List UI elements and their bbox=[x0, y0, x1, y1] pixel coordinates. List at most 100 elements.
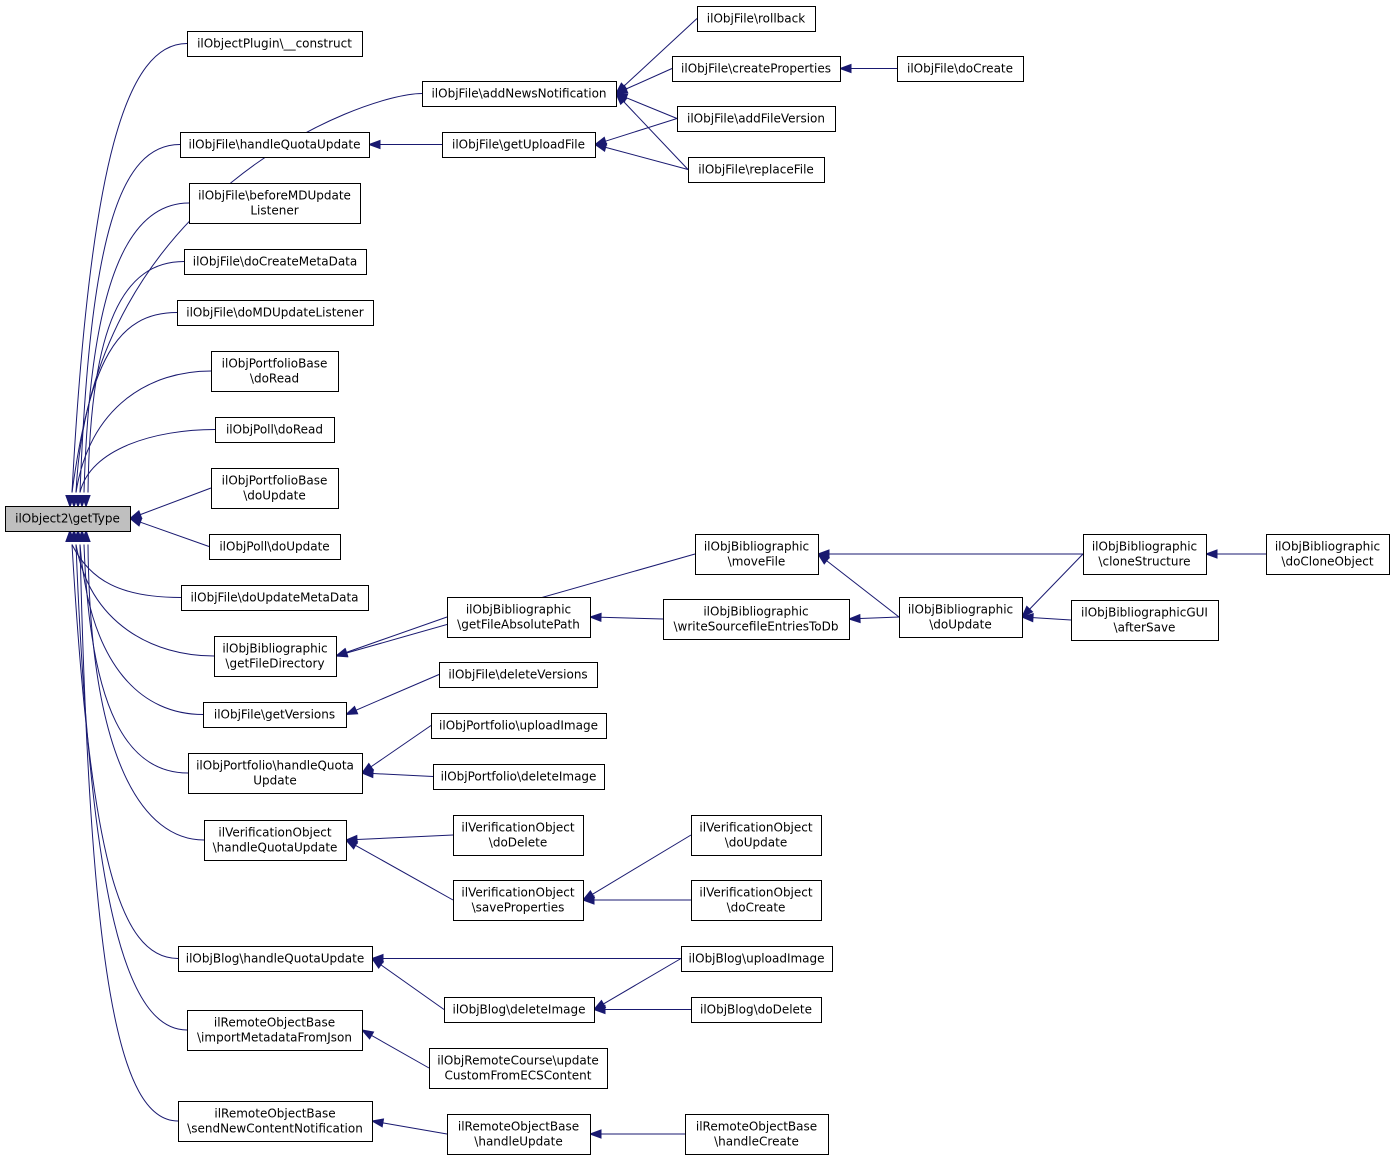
node-box bbox=[187, 31, 363, 57]
node-label: \saveProperties bbox=[472, 901, 565, 915]
node-box bbox=[433, 764, 605, 790]
node-add-news-notification[interactable]: ilObjFile\addNewsNotification bbox=[422, 81, 617, 107]
node-label: ilObjPortfolio\uploadImage bbox=[439, 719, 598, 733]
node-label: ilObjBlog\handleQuotaUpdate bbox=[186, 952, 364, 966]
node-label: Update bbox=[253, 774, 296, 788]
node-verif-do-update[interactable]: ilVerificationObject\doUpdate bbox=[691, 815, 822, 856]
node-remote-send-notif[interactable]: ilRemoteObjectBase\sendNewContentNotific… bbox=[178, 1101, 373, 1142]
node-file-delete-versions[interactable]: ilObjFile\deleteVersions bbox=[439, 662, 598, 688]
node-box bbox=[447, 597, 591, 638]
node-biblio-get-file-abs[interactable]: ilObjBibliographic\getFileAbsolutePath bbox=[447, 597, 591, 638]
node-plugin-construct[interactable]: ilObjectPlugin\__construct bbox=[187, 31, 363, 57]
node-portfolio-base-do-update[interactable]: ilObjPortfolioBase\doUpdate bbox=[211, 468, 339, 509]
edge-line bbox=[83, 202, 190, 493]
node-verif-do-delete[interactable]: ilVerificationObject\doDelete bbox=[453, 815, 584, 856]
node-remote-course-update[interactable]: ilObjRemoteCourse\updateCustomFromECSCon… bbox=[429, 1048, 608, 1089]
node-box bbox=[695, 534, 819, 575]
node-biblio-do-clone[interactable]: ilObjBibliographic\doCloneObject bbox=[1266, 534, 1390, 575]
node-blog-handle-quota[interactable]: ilObjBlog\handleQuotaUpdate bbox=[178, 946, 373, 972]
node-biblio-get-file-dir[interactable]: ilObjBibliographic\getFileDirectory bbox=[214, 636, 337, 677]
node-label: \handleQuotaUpdate bbox=[213, 841, 338, 855]
node-do-mdupdate[interactable]: ilObjFile\doMDUpdateListener bbox=[177, 300, 374, 326]
node-portfolio-base-do-read[interactable]: ilObjPortfolioBase\doRead bbox=[211, 351, 339, 392]
node-remote-handle-create[interactable]: ilRemoteObjectBase\handleCreate bbox=[685, 1114, 829, 1155]
edge-remote-course-update-to-remote-import-meta bbox=[360, 1029, 430, 1069]
node-blog-delete-image[interactable]: ilObjBlog\deleteImage bbox=[444, 997, 595, 1023]
edge-do-create-meta-to-get-type bbox=[81, 261, 185, 508]
node-poll-do-read[interactable]: ilObjPoll\doRead bbox=[215, 417, 335, 443]
node-biblio-write-source[interactable]: ilObjBibliographic\writeSourcefileEntrie… bbox=[663, 599, 850, 640]
node-biblio-do-update[interactable]: ilObjBibliographic\doUpdate bbox=[899, 597, 1023, 638]
node-label: ilObjFile\deleteVersions bbox=[448, 668, 587, 682]
edge-get-upload-file-to-file-handle-quota bbox=[367, 139, 442, 150]
node-file-do-create[interactable]: ilObjFile\doCreate bbox=[897, 56, 1024, 82]
node-remote-import-meta[interactable]: ilRemoteObjectBase\importMetadataFromJso… bbox=[187, 1010, 363, 1051]
node-label: ilObjPortfolioBase bbox=[222, 474, 328, 488]
node-label: ilRemoteObjectBase bbox=[458, 1120, 579, 1134]
node-box bbox=[453, 815, 584, 856]
node-label: ilObject2\getType bbox=[15, 512, 120, 526]
node-label: \afterSave bbox=[1114, 621, 1176, 635]
node-get-type[interactable]: ilObject2\getType bbox=[5, 506, 131, 532]
node-biblio-gui-after-save[interactable]: ilObjBibliographicGUI\afterSave bbox=[1071, 600, 1219, 641]
node-label: \doCreate bbox=[727, 901, 786, 915]
node-file-handle-quota[interactable]: ilObjFile\handleQuotaUpdate bbox=[180, 132, 370, 158]
edge-arrowhead bbox=[581, 895, 595, 905]
node-create-properties[interactable]: ilObjFile\createProperties bbox=[672, 56, 841, 82]
node-get-upload-file[interactable]: ilObjFile\getUploadFile bbox=[442, 132, 596, 158]
node-verif-do-create[interactable]: ilVerificationObject\doCreate bbox=[691, 880, 822, 921]
node-label: \getFileDirectory bbox=[225, 657, 324, 671]
node-label: ilObjBibliographic bbox=[466, 603, 571, 617]
edge-blog-delete-image-to-blog-handle-quota bbox=[370, 957, 445, 1010]
edge-line bbox=[623, 18, 698, 87]
node-label: \doUpdate bbox=[929, 618, 991, 632]
node-do-create-meta[interactable]: ilObjFile\doCreateMetaData bbox=[184, 249, 367, 275]
edge-arrowhead bbox=[334, 647, 349, 657]
node-label: ilVerificationObject bbox=[461, 886, 574, 900]
edge-poll-do-update-to-get-type bbox=[128, 517, 210, 547]
node-portfolio-delete-image[interactable]: ilObjPortfolio\deleteImage bbox=[433, 764, 605, 790]
node-label: ilObjFile\doUpdateMetaData bbox=[190, 591, 358, 605]
edge-arrowhead bbox=[838, 63, 852, 74]
edge-portfolio-upload-image-to-portfolio-handle-quota bbox=[360, 725, 432, 774]
edge-line bbox=[592, 834, 692, 895]
node-portfolio-upload-image[interactable]: ilObjPortfolio\uploadImage bbox=[431, 713, 607, 739]
node-box bbox=[204, 820, 347, 861]
node-label: ilObjFile\doMDUpdateListener bbox=[186, 306, 364, 320]
node-file-get-versions[interactable]: ilObjFile\getVersions bbox=[203, 702, 347, 728]
edge-remote-handle-update-to-remote-send-notif bbox=[370, 1118, 448, 1135]
node-box bbox=[688, 157, 825, 183]
edge-arrowhead bbox=[128, 517, 143, 527]
node-biblio-clone[interactable]: ilObjBibliographic\cloneStructure bbox=[1083, 534, 1207, 575]
node-box bbox=[215, 417, 335, 443]
node-box bbox=[178, 1101, 373, 1142]
edge-line bbox=[623, 101, 689, 170]
edge-biblio-write-source-to-biblio-get-file-abs bbox=[588, 612, 664, 623]
node-label: ilObjFile\doCreate bbox=[907, 62, 1013, 76]
edge-arrowhead bbox=[816, 553, 830, 565]
node-biblio-move-file[interactable]: ilObjBibliographic\moveFile bbox=[695, 534, 819, 575]
node-box bbox=[453, 880, 584, 921]
node-remote-handle-update[interactable]: ilRemoteObjectBase\handleUpdate bbox=[447, 1114, 591, 1155]
node-add-file-version[interactable]: ilObjFile\addFileVersion bbox=[677, 106, 836, 132]
node-label: ilObjFile\getVersions bbox=[214, 708, 335, 722]
node-replace-file[interactable]: ilObjFile\replaceFile bbox=[688, 157, 825, 183]
node-portfolio-handle-quota[interactable]: ilObjPortfolio\handleQuotaUpdate bbox=[188, 753, 363, 794]
node-box bbox=[429, 1048, 608, 1089]
node-verif-handle-quota[interactable]: ilVerificationObject\handleQuotaUpdate bbox=[204, 820, 347, 861]
edge-line bbox=[605, 146, 689, 170]
edge-biblio-clone-to-biblio-move-file bbox=[816, 549, 1083, 559]
node-box bbox=[681, 946, 833, 972]
edge-arrowhead bbox=[370, 1118, 385, 1128]
edge-line bbox=[71, 312, 178, 493]
node-rollback[interactable]: ilObjFile\rollback bbox=[697, 6, 816, 32]
node-box bbox=[203, 702, 347, 728]
node-label: ilVerificationObject bbox=[699, 886, 812, 900]
node-blog-do-delete[interactable]: ilObjBlog\doDelete bbox=[691, 997, 822, 1023]
node-poll-do-update[interactable]: ilObjPoll\doUpdate bbox=[209, 534, 341, 560]
edge-line bbox=[603, 958, 682, 1005]
node-blog-upload-image[interactable]: ilObjBlog\uploadImage bbox=[681, 946, 833, 972]
node-do-update-meta[interactable]: ilObjFile\doUpdateMetaData bbox=[181, 585, 369, 611]
node-verif-save-props[interactable]: ilVerificationObject\saveProperties bbox=[453, 880, 584, 921]
